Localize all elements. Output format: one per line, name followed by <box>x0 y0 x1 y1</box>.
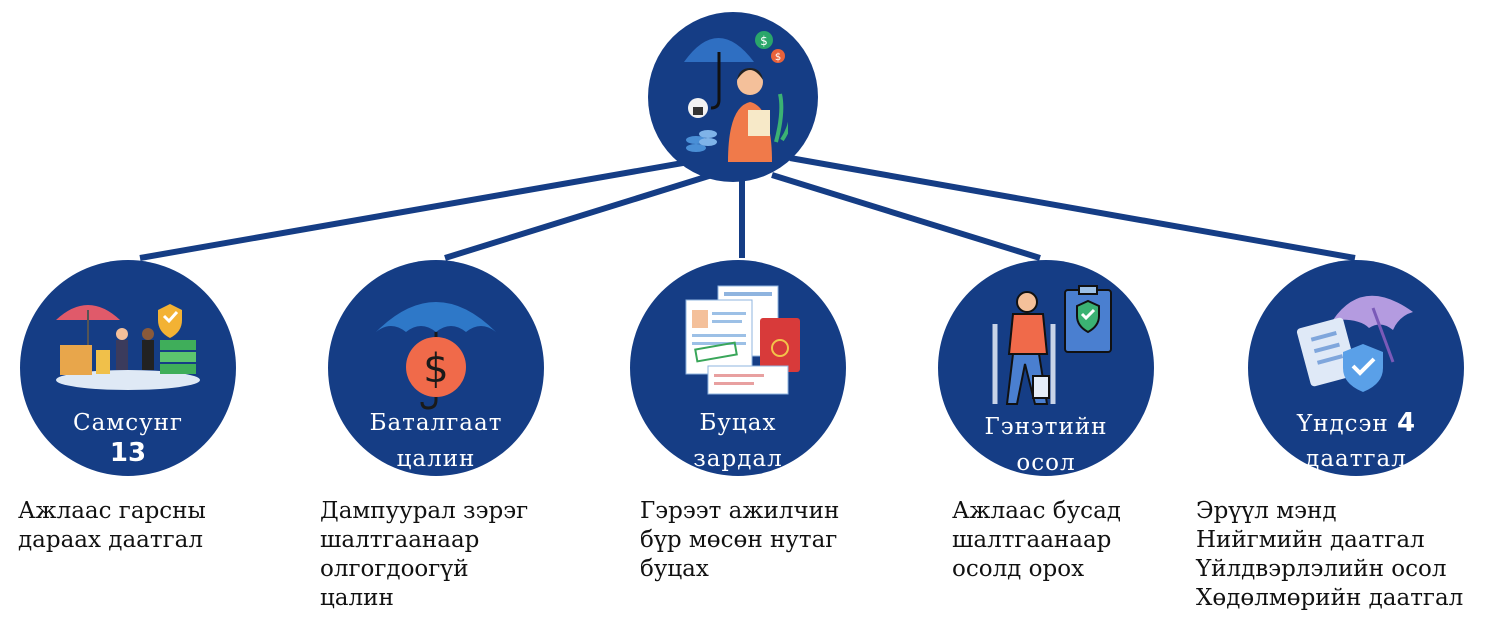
svg-text:$: $ <box>760 34 768 48</box>
node-title-5: Үндсэн 4 <box>1248 406 1464 441</box>
injured-person-icon <box>992 285 1112 405</box>
umbrella-dollar-icon: $ <box>376 302 496 410</box>
node-circle-2: $ Баталгаат цалин <box>328 260 544 476</box>
node-description-5: Эрүүл мэнд Нийгмийн даатгал Үйлдвэрлэлий… <box>1196 498 1464 611</box>
node-number-5: 4 <box>1397 408 1416 438</box>
node-description-2: Дампуурал зэрэг шалтгаанаар олгогдоогүй … <box>320 498 529 611</box>
svg-text:$: $ <box>775 52 781 63</box>
node-number-1: 13 <box>109 438 147 468</box>
node-circle-3: Буцах зардал <box>630 260 846 476</box>
node-title-2b: цалин <box>396 446 476 472</box>
svg-text:$: $ <box>423 346 448 392</box>
node-circle-5: Үндсэн 4 даатгал <box>1248 260 1464 476</box>
root-circle: $ $ <box>648 12 818 182</box>
node-description-3: Гэрээт ажилчин бүр мөсөн нутаг буцах <box>640 498 840 582</box>
connector-line-4 <box>771 172 1041 261</box>
node-title-4b: осол <box>1016 450 1076 476</box>
node-title-4: Гэнэтийн <box>984 414 1108 440</box>
node-description-4: Ажлаас бусад шалтгаанаар осолд орох <box>952 498 1121 582</box>
node-circle-4: Гэнэтийн осол <box>938 260 1154 476</box>
node-description-1: Ажлаас гарсны дараах даатгал <box>18 498 206 553</box>
insurance-handshake-icon <box>56 304 200 390</box>
node-title-3b: зардал <box>693 446 783 472</box>
insurance-agent-icon: $ $ <box>684 31 788 162</box>
node-title-2: Баталгаат <box>369 410 503 436</box>
connector-line-5 <box>789 155 1356 261</box>
node-title-5-text: Үндсэн <box>1296 411 1389 437</box>
node-title-5b: даатгал <box>1305 446 1407 472</box>
node-title-1: Самсунг <box>73 410 183 436</box>
node-circle-1: Самсунг 13 <box>20 260 236 476</box>
connector-line-1 <box>139 157 701 261</box>
connector-line-2 <box>444 172 713 261</box>
insurance-umbrella-shield-icon <box>1296 295 1413 392</box>
node-title-3: Буцах <box>699 410 777 436</box>
visa-passport-documents-icon <box>685 285 800 395</box>
